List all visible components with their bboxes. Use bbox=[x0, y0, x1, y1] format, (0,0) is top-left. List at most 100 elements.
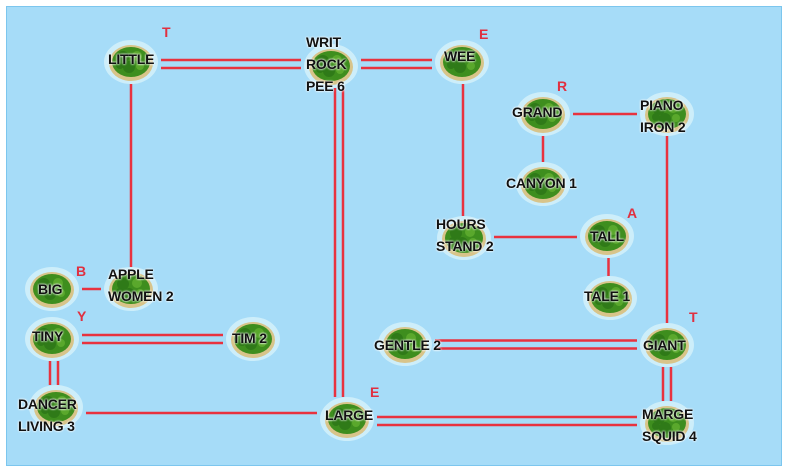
island-tree bbox=[38, 278, 50, 290]
island-writ[interactable] bbox=[304, 44, 358, 88]
island-tree bbox=[254, 328, 264, 338]
island-grand[interactable] bbox=[516, 92, 570, 136]
island-apple[interactable] bbox=[104, 267, 158, 311]
island-large[interactable] bbox=[320, 397, 374, 441]
island-tree bbox=[323, 65, 335, 77]
island-label-line: CANYON 1 bbox=[506, 175, 577, 191]
island-label-line: DANCER bbox=[18, 396, 77, 412]
island-tree bbox=[245, 338, 257, 350]
island-tree bbox=[548, 114, 556, 122]
island-label-line: GENTLE 2 bbox=[374, 337, 441, 353]
letter-wee: E bbox=[479, 26, 489, 42]
island-tree bbox=[258, 339, 266, 347]
island-canyon[interactable] bbox=[516, 162, 570, 206]
island-tree bbox=[447, 61, 455, 69]
island-tree bbox=[48, 406, 60, 418]
letter-tall: A bbox=[627, 205, 638, 221]
island-tree bbox=[652, 113, 660, 121]
island-label-little: LITTLE bbox=[108, 48, 154, 70]
island-tree bbox=[41, 406, 49, 414]
island-tiny[interactable] bbox=[25, 317, 79, 361]
island-dancer[interactable] bbox=[29, 385, 83, 429]
island-tree bbox=[397, 343, 409, 355]
island-tree bbox=[450, 227, 462, 239]
island-tim[interactable] bbox=[226, 317, 280, 361]
island-gentle[interactable] bbox=[378, 322, 432, 366]
island-tree bbox=[61, 407, 69, 415]
island-tree bbox=[615, 298, 623, 306]
island-tree bbox=[659, 113, 671, 125]
island-tree bbox=[123, 61, 135, 73]
island-label-line: PEE 6 bbox=[306, 78, 345, 94]
island-label-tim: TIM 2 bbox=[232, 327, 267, 349]
island-tree bbox=[652, 422, 660, 430]
island-tree bbox=[602, 297, 614, 309]
island-label-large: LARGE bbox=[325, 404, 373, 426]
island-big[interactable] bbox=[25, 267, 79, 311]
letter-giant: T bbox=[689, 309, 698, 325]
island-label-line: LIVING 3 bbox=[18, 418, 75, 434]
island-label-line: IRON 2 bbox=[640, 119, 686, 135]
island-tree bbox=[449, 237, 457, 245]
island-tree bbox=[37, 338, 45, 346]
island-tree bbox=[672, 345, 680, 353]
island-tale[interactable] bbox=[583, 276, 637, 320]
island-tree bbox=[123, 288, 135, 300]
island-tree bbox=[136, 62, 144, 70]
island-label-canyon: CANYON 1 bbox=[506, 172, 577, 194]
island-label-line: TALE 1 bbox=[584, 288, 630, 304]
island-label-line: STAND 2 bbox=[436, 238, 494, 254]
island-tree bbox=[57, 289, 65, 297]
island-hours[interactable] bbox=[437, 216, 491, 260]
island-tree bbox=[672, 114, 680, 122]
island-marge[interactable] bbox=[640, 401, 694, 445]
island-tree bbox=[596, 287, 608, 299]
island-tree bbox=[116, 61, 124, 69]
island-wee[interactable] bbox=[435, 40, 489, 84]
letter-tiny: Y bbox=[77, 308, 87, 324]
island-tree bbox=[116, 288, 124, 296]
island-tree bbox=[132, 278, 142, 288]
island-tree bbox=[44, 338, 56, 350]
island-tree bbox=[448, 51, 460, 63]
island-tree bbox=[57, 396, 67, 406]
island-tall[interactable] bbox=[580, 214, 634, 258]
island-tree bbox=[535, 113, 547, 125]
island-tree bbox=[548, 184, 556, 192]
island-little[interactable] bbox=[104, 40, 158, 84]
island-tree bbox=[528, 113, 536, 121]
island-label-gentle: GENTLE 2 bbox=[374, 334, 441, 356]
island-tree bbox=[454, 61, 466, 73]
island-tree bbox=[593, 225, 605, 237]
island-label-grand: GRAND bbox=[512, 101, 563, 123]
island-tree bbox=[653, 103, 665, 115]
island-tree bbox=[544, 103, 554, 113]
island-tree bbox=[410, 344, 418, 352]
island-giant[interactable] bbox=[640, 323, 694, 367]
island-label-line: LITTLE bbox=[108, 51, 155, 67]
island-label-tiny: TINY bbox=[32, 325, 63, 347]
island-label-line: ROCK bbox=[306, 56, 347, 72]
island-tree bbox=[406, 333, 416, 343]
island-tree bbox=[332, 418, 340, 426]
island-label-line: TINY bbox=[32, 328, 64, 344]
island-tree bbox=[544, 173, 554, 183]
island-tree bbox=[117, 51, 129, 63]
island-label-dancer: DANCER LIVING 3 bbox=[18, 393, 77, 437]
island-label-big: BIG bbox=[38, 278, 62, 300]
island-tree bbox=[332, 55, 342, 65]
island-piano[interactable] bbox=[640, 92, 694, 136]
island-label-line: WEE bbox=[444, 48, 476, 64]
island-tree bbox=[136, 289, 144, 297]
island-tree bbox=[659, 344, 671, 356]
island-label-line: LARGE bbox=[325, 407, 374, 423]
island-tree bbox=[238, 338, 246, 346]
island-label-wee: WEE bbox=[444, 45, 475, 67]
island-tree bbox=[668, 103, 678, 113]
island-label-line: GRAND bbox=[512, 104, 563, 120]
island-tree bbox=[529, 103, 541, 115]
